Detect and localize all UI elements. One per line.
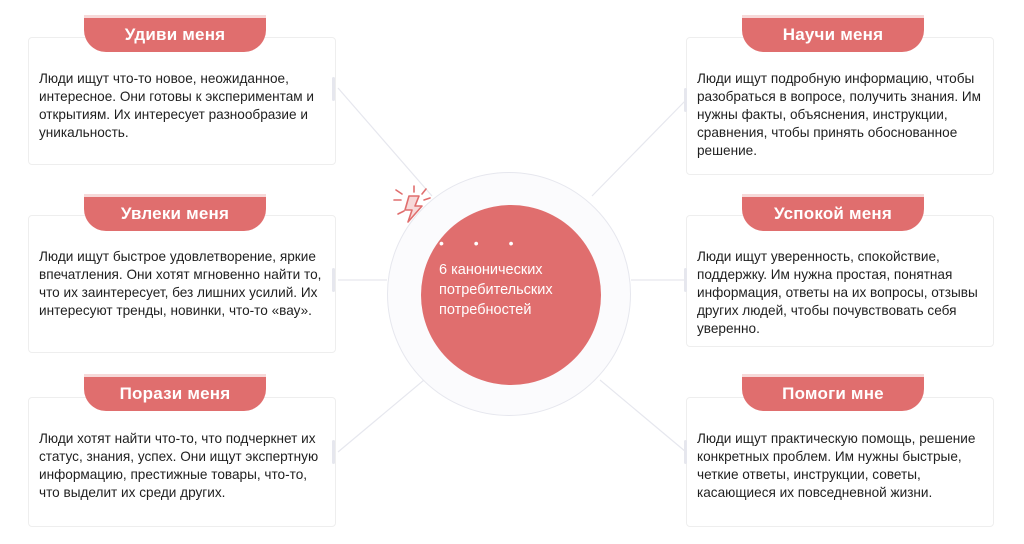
card-udivi: Люди ищут что-то новое, неожиданное, инт…	[28, 37, 336, 165]
card-pomogi-handle	[684, 440, 687, 464]
card-nauchi: Люди ищут подробную информацию, чтобы ра…	[686, 37, 994, 175]
center-dots: • • •	[439, 235, 527, 251]
connector-porazi	[337, 379, 425, 453]
lightning-bolt-icon	[393, 185, 431, 223]
center-title: 6 канонических потребительских потребнос…	[439, 262, 553, 318]
card-nauchi-title: Научи меня	[742, 18, 924, 52]
center-circle	[421, 205, 601, 385]
card-porazi: Люди хотят найти что-то, что подчеркнет …	[28, 397, 336, 527]
card-uvleki: Люди ищут быстрое удовлетворение, яркие …	[28, 215, 336, 353]
card-uspokoi-title: Успокой меня	[742, 197, 924, 231]
card-nauchi-handle	[684, 88, 687, 112]
card-uvleki-text: Люди ищут быстрое удовлетворение, яркие …	[39, 249, 322, 318]
connector-udivi	[337, 87, 433, 197]
connector-pomogi	[599, 379, 687, 453]
card-uspokoi: Люди ищут уверенность, спокойствие, подд…	[686, 215, 994, 347]
card-pomogi: Люди ищут практическую помощь, решение к…	[686, 397, 994, 527]
card-udivi-text: Люди ищут что-то новое, неожиданное, инт…	[39, 71, 315, 140]
card-udivi-title: Удиви меня	[84, 18, 266, 52]
card-porazi-title: Порази меня	[84, 377, 266, 411]
card-udivi-handle	[332, 77, 335, 101]
card-nauchi-text: Люди ищут подробную информацию, чтобы ра…	[697, 71, 982, 158]
card-uvleki-handle	[332, 268, 335, 292]
card-uvleki-title: Увлеки меня	[84, 197, 266, 231]
card-porazi-text: Люди хотят найти что-то, что подчеркнет …	[39, 431, 319, 500]
card-porazi-handle	[332, 440, 335, 464]
card-pomogi-title: Помоги мне	[742, 377, 924, 411]
card-uspokoi-text: Люди ищут уверенность, спокойствие, подд…	[697, 249, 978, 336]
card-pomogi-text: Люди ищут практическую помощь, решение к…	[697, 431, 976, 500]
connector-nauchi	[591, 99, 687, 197]
card-uspokoi-handle	[684, 268, 687, 292]
